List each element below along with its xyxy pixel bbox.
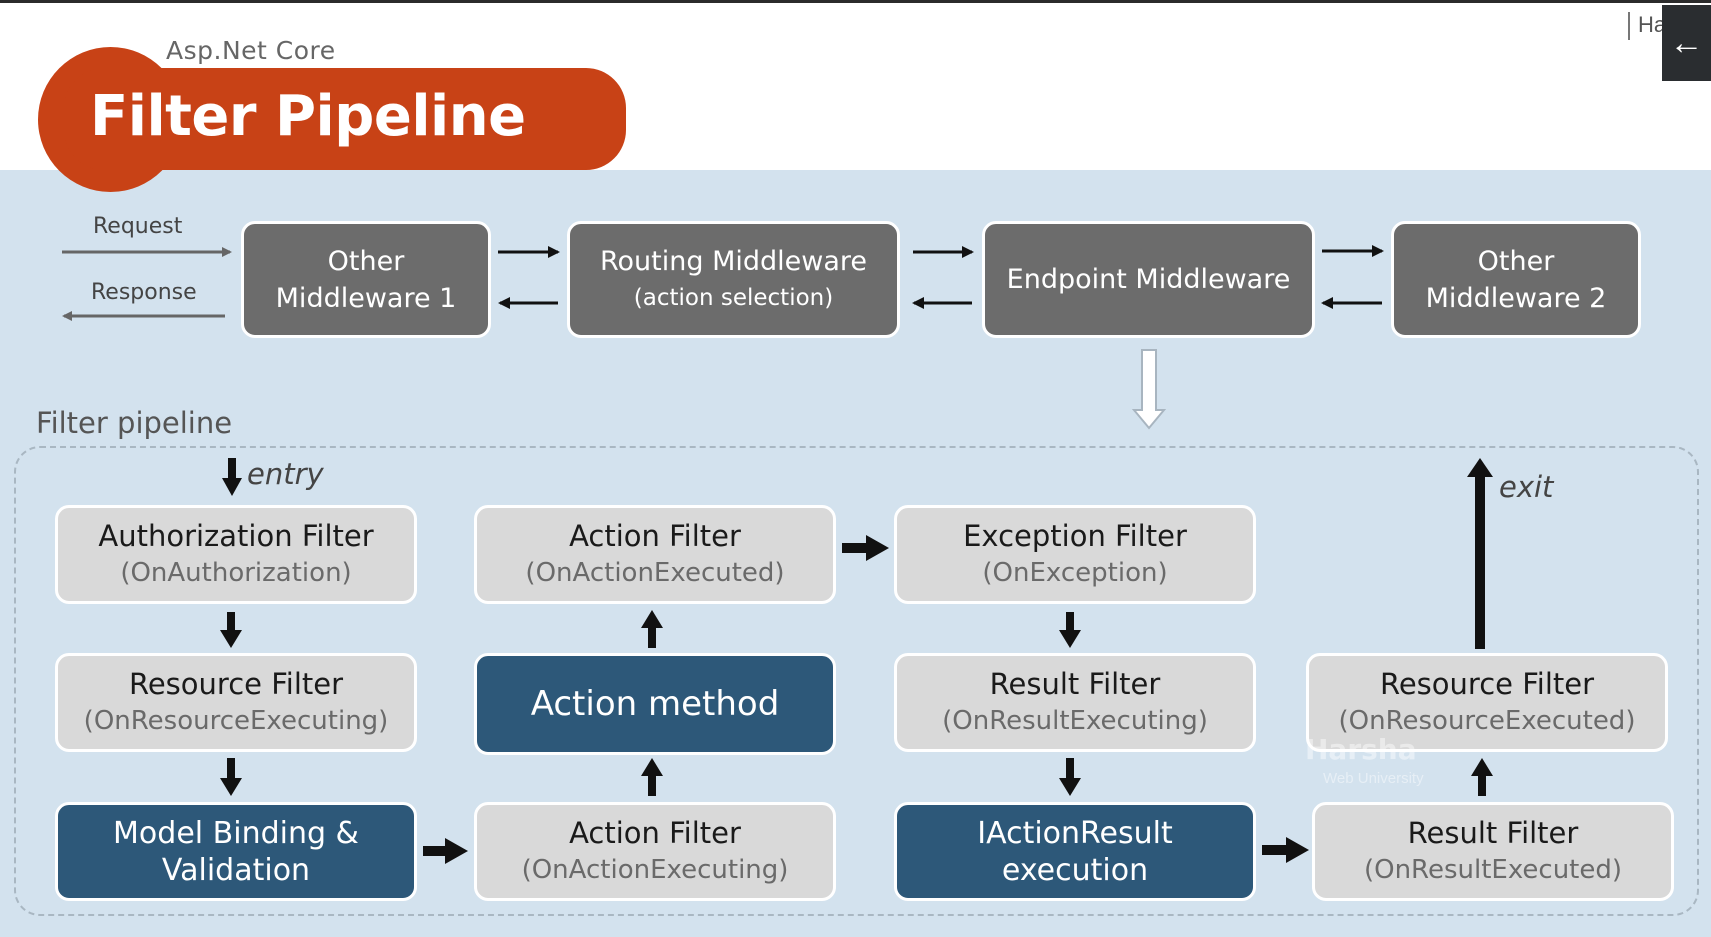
- action-filter-executed: Action Filter (OnActionExecuted): [474, 505, 836, 604]
- slide-title: Filter Pipeline: [90, 84, 526, 149]
- routing-middleware: Routing Middleware (action selection): [567, 221, 900, 338]
- resource-filter-executed-name: Resource Filter: [1379, 666, 1595, 701]
- resource-to-binding-head: [220, 778, 242, 796]
- model-binding-line2: Validation: [161, 852, 311, 888]
- watermark-subtext: Web University: [1323, 770, 1424, 787]
- other-middleware-1-line1: Other: [327, 245, 405, 277]
- binding-to-action-head: [445, 838, 468, 864]
- other-middleware-2-line2: Middleware 2: [1425, 282, 1607, 314]
- resource-filter-executed: Resource Filter (OnResourceExecuted): [1306, 653, 1668, 752]
- executed-to-exception-head: [866, 535, 889, 561]
- result-to-iaction-head: [1059, 778, 1081, 796]
- result-to-iaction-shaft: [1066, 758, 1074, 780]
- executing-to-method-shaft: [648, 774, 656, 796]
- resource-filter-executing-name: Resource Filter: [128, 666, 344, 701]
- model-binding-validation: Model Binding & Validation: [55, 802, 417, 901]
- model-binding-line1: Model Binding &: [113, 815, 359, 851]
- exception-to-result-shaft: [1066, 612, 1074, 632]
- watermark-logo: Harsha: [1305, 733, 1417, 766]
- action-method: Action method: [474, 653, 836, 755]
- routing-middleware-line1: Routing Middleware: [599, 245, 868, 277]
- result-filter-executed: Result Filter (OnResultExecuted): [1312, 802, 1674, 901]
- other-middleware-2: Other Middleware 2: [1391, 221, 1641, 338]
- authorization-filter-name: Authorization Filter: [98, 518, 374, 553]
- authorization-filter: Authorization Filter (OnAuthorization): [55, 505, 417, 604]
- action-method-label: Action method: [530, 683, 780, 724]
- action-filter-executing-name: Action Filter: [569, 815, 741, 850]
- method-to-executed-head: [641, 610, 663, 628]
- corner-text: Ha: [1628, 12, 1666, 40]
- action-filter-executing: Action Filter (OnActionExecuting): [474, 802, 836, 901]
- filter-pipeline-container: [14, 446, 1699, 916]
- entry-label: entry: [247, 457, 324, 491]
- endpoint-middleware-label: Endpoint Middleware: [1006, 264, 1291, 295]
- filter-pipeline-label: Filter pipeline: [36, 406, 233, 440]
- resource-filter-executing-method: (OnResourceExecuting): [83, 705, 389, 736]
- title-badge-pill: [64, 68, 626, 170]
- result-filter-executing-name: Result Filter: [989, 666, 1161, 701]
- back-button[interactable]: ←: [1662, 5, 1711, 81]
- executed-to-resource-head: [1471, 758, 1493, 776]
- routing-middleware-line2: (action selection): [633, 284, 834, 311]
- result-filter-executed-method: (OnResultExecuted): [1363, 854, 1623, 885]
- resource-filter-executed-method: (OnResourceExecuted): [1338, 705, 1636, 736]
- result-filter-executing: Result Filter (OnResultExecuting): [894, 653, 1256, 752]
- iactionresult-line1: IActionResult: [977, 815, 1173, 851]
- executed-to-exception-shaft: [842, 543, 868, 553]
- top-border: [0, 0, 1711, 3]
- iactionresult-line2: execution: [1001, 852, 1149, 888]
- other-middleware-2-line1: Other: [1477, 245, 1555, 277]
- action-filter-executed-method: (OnActionExecuted): [525, 557, 785, 588]
- exception-filter-name: Exception Filter: [963, 518, 1187, 553]
- other-middleware-1: Other Middleware 1: [241, 221, 491, 338]
- other-middleware-1-line2: Middleware 1: [275, 282, 457, 314]
- response-label: Response: [91, 280, 197, 305]
- method-to-executed-shaft: [648, 626, 656, 648]
- resource-filter-executing: Resource Filter (OnResourceExecuting): [55, 653, 417, 752]
- executing-to-method-head: [641, 758, 663, 776]
- entry-arrow-head: [222, 478, 242, 496]
- endpoint-middleware: Endpoint Middleware: [982, 221, 1315, 338]
- auth-to-resource-shaft: [227, 612, 235, 632]
- exception-filter: Exception Filter (OnException): [894, 505, 1256, 604]
- exit-label: exit: [1499, 470, 1554, 504]
- action-filter-executing-method: (OnActionExecuting): [521, 854, 789, 885]
- endpoint-to-pipeline-arrow: [1131, 349, 1167, 430]
- iactionresult-execution: IActionResult execution: [894, 802, 1256, 901]
- arrow-left-icon: ←: [1669, 23, 1704, 62]
- request-label: Request: [93, 214, 183, 239]
- action-filter-executed-name: Action Filter: [569, 518, 741, 553]
- exit-arrow-shaft: [1475, 475, 1485, 649]
- iaction-to-executed-shaft: [1262, 845, 1288, 855]
- slide-subtitle: Asp.Net Core: [166, 36, 336, 65]
- entry-arrow-shaft: [228, 458, 236, 480]
- executed-to-resource-shaft: [1478, 774, 1486, 796]
- exception-filter-method: (OnException): [982, 557, 1168, 588]
- binding-to-action-shaft: [423, 846, 447, 856]
- exception-to-result-head: [1059, 630, 1081, 648]
- exit-arrow-head: [1467, 458, 1493, 477]
- result-filter-executing-method: (OnResultExecuting): [942, 705, 1208, 736]
- authorization-filter-method: (OnAuthorization): [120, 557, 352, 588]
- result-filter-executed-name: Result Filter: [1407, 815, 1579, 850]
- resource-to-binding-shaft: [227, 758, 235, 780]
- auth-to-resource-head: [220, 630, 242, 648]
- iaction-to-executed-head: [1286, 837, 1309, 863]
